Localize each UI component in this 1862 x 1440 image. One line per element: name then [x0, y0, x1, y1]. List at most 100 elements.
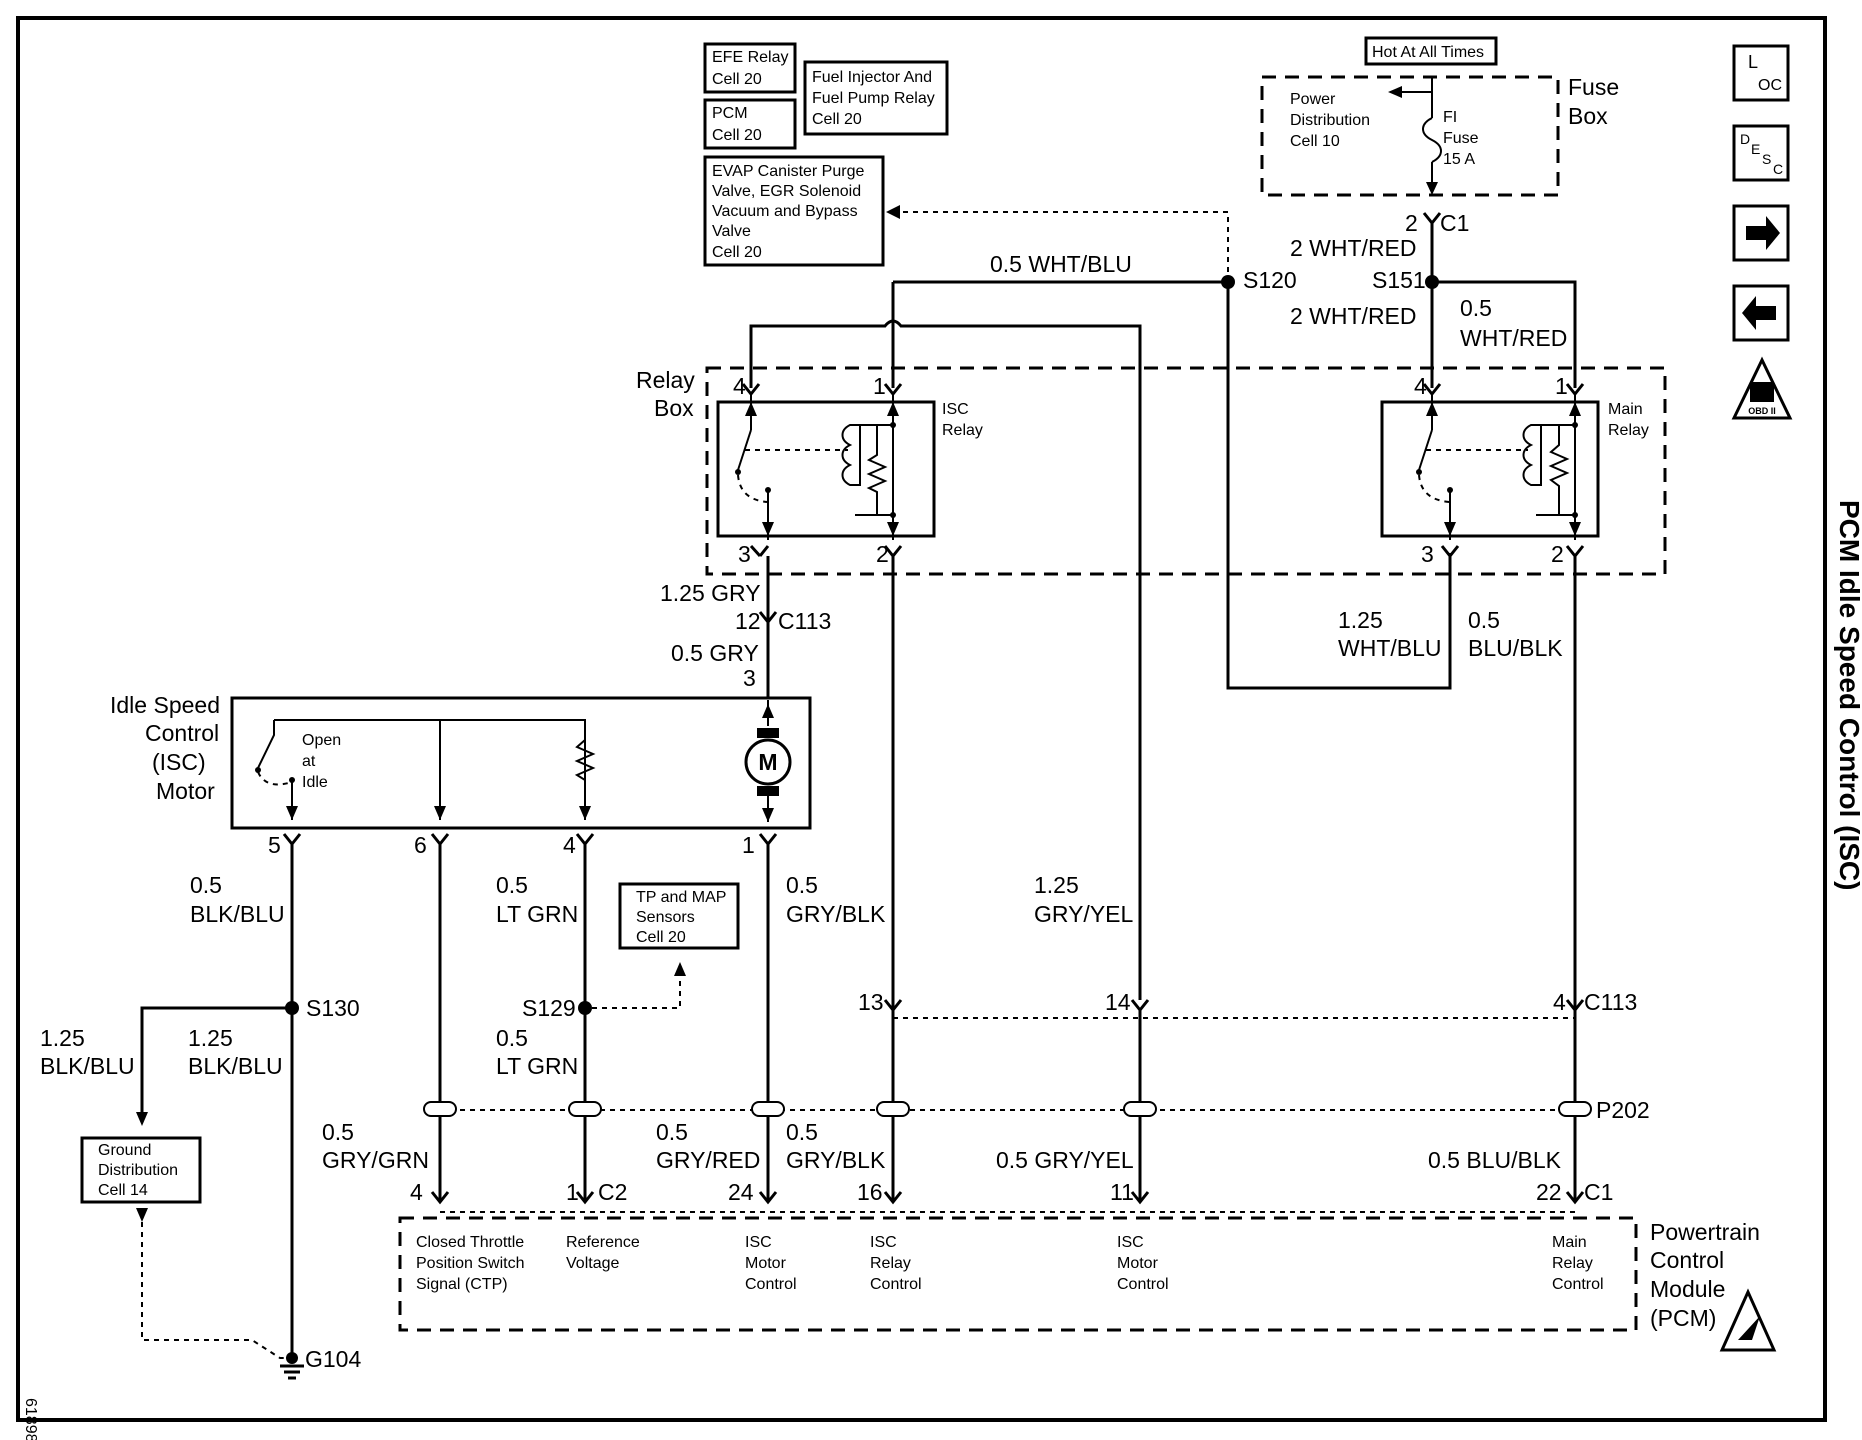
svg-text:1.25 GRY: 1.25 GRY	[660, 580, 761, 606]
svg-text:Sensors: Sensors	[636, 909, 695, 926]
svg-text:ISC: ISC	[745, 1234, 772, 1251]
svg-text:BLK/BLU: BLK/BLU	[188, 1053, 283, 1079]
svg-text:Module: Module	[1650, 1276, 1725, 1302]
svg-text:Control: Control	[1650, 1247, 1724, 1273]
ref-pcm[interactable]: PCM Cell 20	[703, 98, 797, 150]
svg-text:Cell 20: Cell 20	[712, 244, 762, 261]
page-title: PCM Idle Speed Control (ISC)	[1834, 500, 1862, 890]
svg-text:Control: Control	[870, 1276, 922, 1293]
svg-text:S120: S120	[1243, 267, 1297, 293]
svg-text:4: 4	[410, 1179, 423, 1205]
svg-text:Control: Control	[145, 720, 219, 746]
svg-text:Valve: Valve	[712, 223, 751, 240]
svg-text:C2: C2	[598, 1179, 627, 1205]
svg-text:0.5: 0.5	[496, 1025, 528, 1051]
prev-page-button[interactable]	[1732, 284, 1790, 342]
svg-text:22: 22	[1536, 1179, 1562, 1205]
svg-text:L: L	[1748, 52, 1758, 72]
desc-button[interactable]: D E S C	[1732, 124, 1790, 182]
pcm-terminal-isc-relay: ISC Relay Control	[870, 1234, 922, 1293]
pcm-terminal-ctp: Closed Throttle Position Switch Signal (…	[416, 1234, 525, 1293]
svg-text:BLK/BLU: BLK/BLU	[190, 901, 285, 927]
svg-text:2 WHT/RED: 2 WHT/RED	[1290, 303, 1417, 329]
svg-text:0.5 WHT/BLU: 0.5 WHT/BLU	[990, 251, 1132, 277]
svg-text:OC: OC	[1758, 77, 1782, 94]
svg-text:GRY/BLK: GRY/BLK	[786, 1147, 886, 1173]
svg-text:Valve, EGR Solenoid: Valve, EGR Solenoid	[712, 183, 861, 200]
svg-text:BLU/BLK: BLU/BLK	[1468, 635, 1563, 661]
svg-text:Voltage: Voltage	[566, 1255, 619, 1272]
obd-ii-icon[interactable]: OBD II	[1731, 356, 1793, 420]
svg-text:Motor: Motor	[745, 1255, 787, 1272]
svg-text:S130: S130	[306, 995, 360, 1021]
svg-text:1.25: 1.25	[1034, 872, 1079, 898]
svg-text:EFE Relay: EFE Relay	[712, 49, 788, 66]
ref-ground-distribution[interactable]: Ground Distribution Cell 14	[80, 1136, 202, 1204]
ref-tp-map-sensors[interactable]: TP and MAP Sensors Cell 20	[618, 882, 740, 950]
svg-text:S151: S151	[1372, 267, 1426, 293]
svg-text:LT GRN: LT GRN	[496, 1053, 578, 1079]
splice-s129[interactable]	[578, 1001, 592, 1015]
svg-text:16: 16	[857, 1179, 883, 1205]
svg-text:0.5: 0.5	[786, 1119, 818, 1145]
svg-text:4: 4	[563, 832, 576, 858]
svg-text:5: 5	[268, 832, 281, 858]
ref-efe-relay[interactable]: EFE Relay Cell 20	[703, 42, 797, 94]
svg-text:Cell 20: Cell 20	[712, 127, 762, 144]
arrow-head	[886, 205, 900, 219]
connector-p202[interactable]	[423, 1101, 1592, 1117]
svg-text:0.5 GRY/YEL: 0.5 GRY/YEL	[996, 1147, 1134, 1173]
svg-text:E: E	[1751, 141, 1760, 157]
svg-text:0.5: 0.5	[1468, 607, 1500, 633]
isc-relay: ISC Relay 4 1 3 2	[716, 373, 983, 567]
svg-text:Open: Open	[302, 732, 341, 749]
svg-text:G104: G104	[305, 1346, 361, 1372]
svg-text:Cell 14: Cell 14	[98, 1182, 148, 1199]
svg-text:GRY/GRN: GRY/GRN	[322, 1147, 429, 1173]
svg-text:3: 3	[738, 541, 751, 567]
svg-text:Relay: Relay	[870, 1255, 911, 1272]
svg-text:0.5: 0.5	[322, 1119, 354, 1145]
svg-text:1: 1	[566, 1179, 579, 1205]
pcm-label: Powertrain	[1650, 1219, 1760, 1245]
svg-text:Hot At All Times: Hot At All Times	[1372, 44, 1484, 61]
svg-text:0.5: 0.5	[656, 1119, 688, 1145]
svg-text:4: 4	[1553, 989, 1566, 1015]
fuse-box	[1260, 75, 1560, 197]
main-relay: Main Relay 4 1 3 2	[1380, 373, 1649, 567]
svg-text:6: 6	[414, 832, 427, 858]
pcm-terminal-isc-motor-1: ISC Motor Control	[745, 1234, 797, 1293]
svg-text:Relay: Relay	[942, 422, 983, 439]
svg-text:Main: Main	[1608, 401, 1643, 418]
loc-button[interactable]: L OC	[1732, 44, 1790, 102]
coil-icon	[841, 424, 861, 486]
ground-g104-icon	[280, 1352, 304, 1380]
svg-text:S129: S129	[522, 995, 576, 1021]
svg-text:Distribution: Distribution	[1290, 112, 1370, 129]
svg-text:Signal (CTP): Signal (CTP)	[416, 1276, 508, 1293]
svg-text:PCM: PCM	[712, 105, 748, 122]
svg-text:Idle: Idle	[302, 774, 328, 791]
svg-text:EVAP Canister Purge: EVAP Canister Purge	[712, 163, 864, 180]
svg-text:2 WHT/RED: 2 WHT/RED	[1290, 235, 1417, 261]
resistor-icon	[574, 739, 596, 820]
ref-evap-canister[interactable]: EVAP Canister Purge Valve, EGR Solenoid …	[703, 155, 885, 267]
pcm-terminal-main-relay: Main Relay Control	[1552, 1234, 1604, 1293]
svg-text:Control: Control	[745, 1276, 797, 1293]
next-page-button[interactable]	[1732, 204, 1790, 262]
svg-text:Control: Control	[1552, 1276, 1604, 1293]
svg-text:GRY/YEL: GRY/YEL	[1034, 901, 1133, 927]
svg-text:(ISC): (ISC)	[152, 749, 206, 775]
right-arrow-icon	[1746, 216, 1780, 250]
svg-text:Ground: Ground	[98, 1142, 151, 1159]
figure-number: 61898	[22, 1398, 39, 1440]
svg-text:3: 3	[743, 665, 756, 691]
svg-text:1.25: 1.25	[40, 1025, 85, 1051]
svg-text:Motor: Motor	[156, 778, 215, 804]
svg-text:at: at	[302, 753, 316, 770]
svg-text:LT GRN: LT GRN	[496, 901, 578, 927]
svg-text:4: 4	[733, 373, 746, 399]
ref-fuel-injector-relay[interactable]: Fuel Injector And Fuel Pump Relay Cell 2…	[803, 60, 949, 136]
svg-text:Main: Main	[1552, 1234, 1587, 1251]
